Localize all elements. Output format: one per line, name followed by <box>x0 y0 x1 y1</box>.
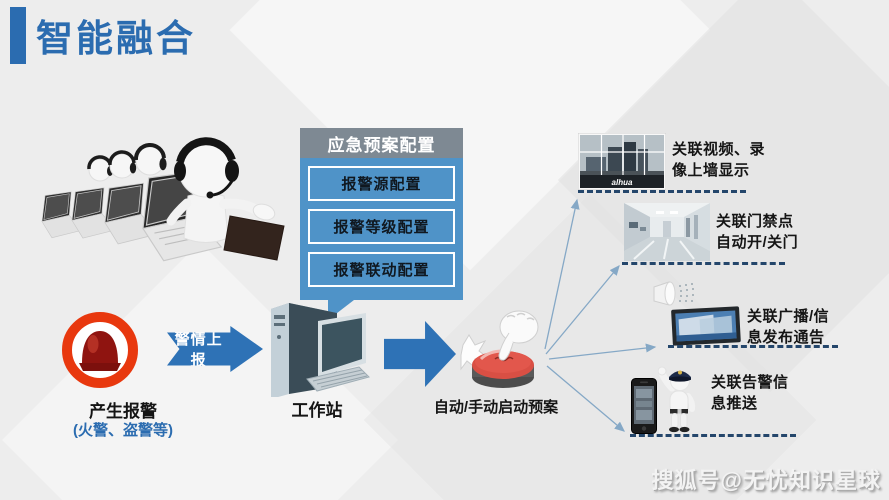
report-arrow-label: 警情上报 <box>174 331 223 369</box>
dashed-underline <box>578 190 746 193</box>
info-display-screen-image <box>671 306 741 346</box>
panel-title: 应急预案配置 <box>300 128 463 158</box>
panel-item-alarm-level: 报警等级配置 <box>308 209 455 244</box>
button-label: 自动/手动启动预案 <box>433 399 559 416</box>
workstation-illustration <box>271 303 370 397</box>
output-label-push: 关联告警信 息推送 <box>711 374 789 412</box>
alarm-sublabel: (火警、盗警等) <box>73 422 173 440</box>
workstation-label: 工作站 <box>291 401 343 420</box>
output-label-broadcast: 关联广播/信 息发布通告 <box>747 308 830 346</box>
watermark: 搜狐号@无忧知识星球 <box>651 468 881 493</box>
alarm-button-illustration <box>460 310 539 388</box>
report-arrow: 警情上报 <box>167 326 263 372</box>
title-accent-bar <box>10 7 26 64</box>
page-title: 智能融合 <box>36 18 196 59</box>
broadcast-speaker-icon <box>653 281 694 306</box>
alarm-caption: 产生报警 (火警、盗警等) <box>42 401 204 441</box>
phone-icon <box>631 378 657 434</box>
door-corridor-image <box>624 203 710 261</box>
output-label-door: 关联门禁点 自动开/关门 <box>716 213 799 251</box>
panel-body: 报警源配置 报警等级配置 报警联动配置 <box>300 158 463 300</box>
video-wall-image: alhua <box>578 133 666 190</box>
dashed-underline <box>622 262 785 265</box>
call-center-operators-illustration <box>41 137 285 262</box>
police-officer-illustration <box>658 366 696 433</box>
dashed-underline <box>668 345 838 348</box>
output-label-video: 关联视频、录 像上墙显示 <box>672 141 766 179</box>
panel-item-alarm-source: 报警源配置 <box>308 166 455 201</box>
brand-logo-text: alhua <box>612 178 633 187</box>
alarm-beacon-icon <box>62 312 138 388</box>
alarm-label: 产生报警 <box>89 402 157 421</box>
dashed-underline <box>630 434 796 437</box>
emergency-plan-panel: 应急预案配置 报警源配置 报警等级配置 报警联动配置 <box>300 128 463 320</box>
panel-item-alarm-linkage: 报警联动配置 <box>308 252 455 287</box>
